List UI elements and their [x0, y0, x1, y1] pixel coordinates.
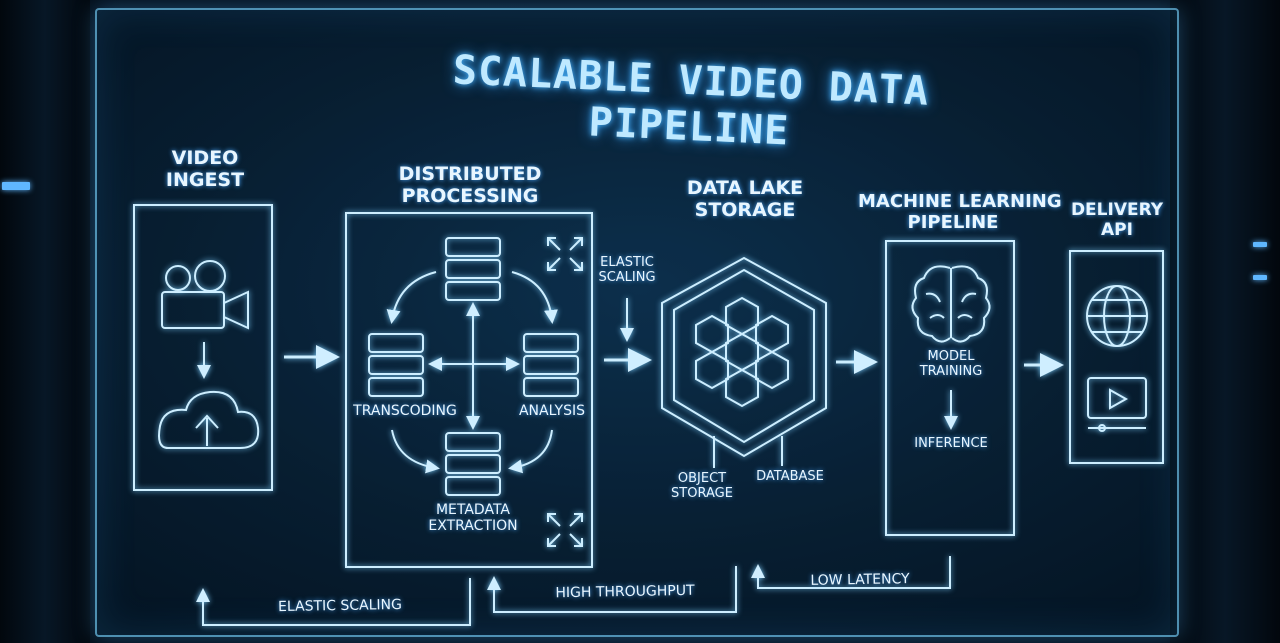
- rack-light: [1253, 275, 1267, 280]
- server-icon: [445, 237, 501, 301]
- hexagon-cluster-icon: [661, 256, 827, 458]
- processing-box: [345, 212, 593, 568]
- database-label: DATABASE: [756, 469, 824, 484]
- transcoding-label: TRANSCODING: [353, 403, 457, 419]
- cloud-upload-icon: [158, 390, 260, 449]
- globe-icon: [1086, 285, 1148, 347]
- brain-icon: [911, 265, 991, 343]
- elastic-scaling-bottom-label: ELASTIC SCALING: [277, 596, 403, 616]
- expand-icon: [547, 237, 583, 271]
- expand-icon: [547, 513, 583, 547]
- server-icon: [523, 333, 579, 397]
- video-camera-icon: [161, 260, 249, 330]
- rack-light: [2, 182, 30, 190]
- server-icon: [445, 432, 501, 496]
- delivery-box: [1069, 250, 1164, 464]
- video-player-icon: [1087, 377, 1147, 432]
- hologram-panel: [95, 8, 1179, 637]
- server-rack-right: [1170, 0, 1280, 643]
- inference-label: INFERENCE: [914, 436, 988, 451]
- rack-light: [1253, 242, 1267, 247]
- server-rack-left: [0, 0, 90, 643]
- high-throughput-label: HIGH THROUGHPUT: [555, 582, 695, 602]
- analysis-label: ANALYSIS: [518, 403, 586, 419]
- ml-box: [885, 240, 1015, 536]
- low-latency-label: LOW LATENCY: [810, 571, 910, 589]
- server-icon: [368, 333, 424, 397]
- ingest-box: [133, 204, 273, 491]
